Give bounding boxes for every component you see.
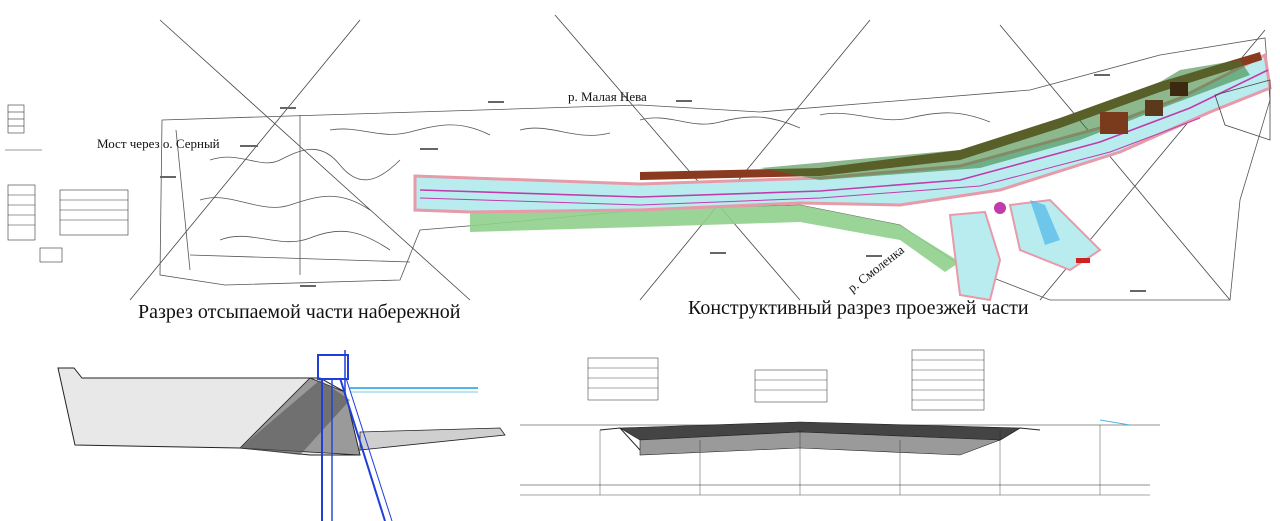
- river-malaya-neva-label: р. Малая Нева: [568, 89, 647, 104]
- branch-road: [948, 210, 1002, 302]
- lane-marking: [419, 69, 1269, 198]
- bridge-label: Мост через о. Серный: [97, 136, 220, 151]
- green-area: [470, 205, 960, 272]
- survey-marks: [160, 74, 1146, 292]
- roundabout: [994, 202, 1006, 214]
- water-channel: [1030, 200, 1060, 245]
- embankment-section: [57, 350, 506, 521]
- lane-marking-2: [419, 117, 1201, 206]
- title-block: [5, 104, 129, 263]
- right-bank: [1214, 79, 1271, 141]
- river-smolenka-label: р. Смоленка: [845, 242, 907, 295]
- red-marker: [1076, 258, 1090, 263]
- embankment-section-title: Разрез отсыпаемой части набережной: [138, 301, 461, 323]
- roadway-section-title: Конструктивный разрез проезжей части: [688, 297, 1029, 319]
- park-area: [760, 60, 1250, 180]
- survey-area: [159, 37, 1271, 301]
- roadway-section: [520, 349, 1160, 496]
